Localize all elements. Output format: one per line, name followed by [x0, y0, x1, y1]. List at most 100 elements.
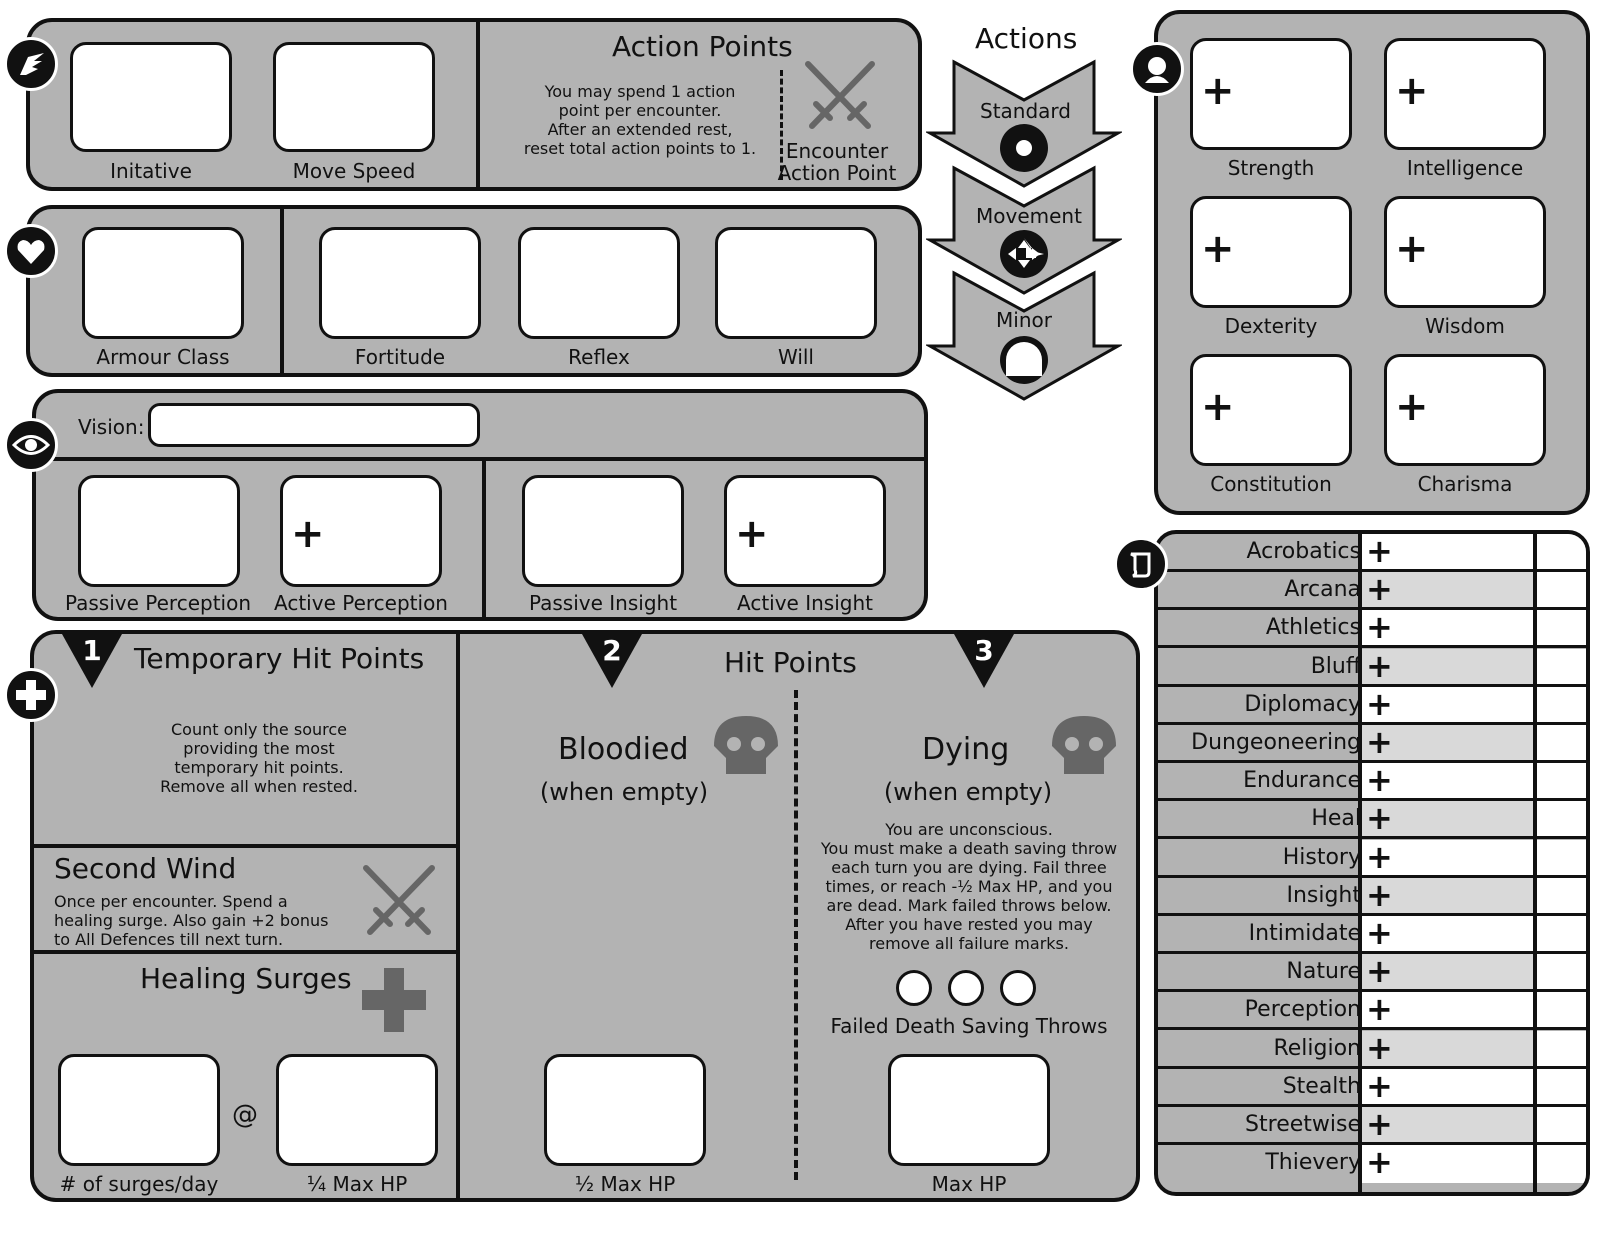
- minor-action-label: Minor: [996, 308, 1052, 332]
- skill-value-field[interactable]: [1362, 1107, 1534, 1142]
- standard-action-label: Standard: [980, 99, 1071, 123]
- half-max-hp-box[interactable]: [544, 1054, 706, 1166]
- death-save-checkbox-3[interactable]: [1000, 970, 1036, 1006]
- plus-icon: +: [1366, 952, 1393, 991]
- strength-label: Strength: [1227, 156, 1315, 180]
- skill-row: Athletics+: [1158, 608, 1586, 649]
- fortitude-label: Fortitude: [354, 345, 446, 369]
- step-3-marker: [954, 634, 1014, 688]
- skill-extra-field[interactable]: [1537, 648, 1586, 684]
- move-speed-box[interactable]: [273, 42, 435, 152]
- skill-extra-field[interactable]: [1537, 916, 1586, 951]
- skill-value-field[interactable]: [1362, 954, 1534, 990]
- skill-row: History+: [1158, 838, 1586, 878]
- failed-death-saving-throws-label: Failed Death Saving Throws: [830, 1014, 1108, 1038]
- skill-extra-field[interactable]: [1537, 954, 1586, 990]
- skill-extra-field[interactable]: [1537, 801, 1586, 837]
- healing-cross-icon: [362, 968, 426, 1032]
- intelligence-box[interactable]: +: [1384, 38, 1546, 150]
- will-box[interactable]: [715, 227, 877, 339]
- plus-icon: +: [1201, 68, 1235, 114]
- max-hp-box[interactable]: [888, 1054, 1050, 1166]
- surges-per-day-box[interactable]: [58, 1054, 220, 1166]
- skill-extra-field[interactable]: [1537, 839, 1586, 875]
- wisdom-box[interactable]: +: [1384, 196, 1546, 308]
- vision-input[interactable]: [148, 403, 480, 447]
- skill-row: Diplomacy+: [1158, 685, 1586, 725]
- plus-icon: +: [1366, 723, 1393, 761]
- step-1-number: 1: [82, 634, 102, 667]
- healing-surges-title: Healing Surges: [140, 962, 352, 995]
- strength-box[interactable]: +: [1190, 38, 1352, 150]
- skills-panel: Acrobatics+Arcana+Athletics+Bluff+Diplom…: [1154, 530, 1590, 1196]
- skill-value-field[interactable]: [1362, 916, 1534, 951]
- skill-name: Bluff: [1310, 653, 1361, 679]
- skill-extra-field[interactable]: [1537, 1030, 1586, 1066]
- skill-value-field[interactable]: [1362, 648, 1534, 684]
- intelligence-label: Intelligence: [1406, 156, 1524, 180]
- fortitude-box[interactable]: [319, 227, 481, 339]
- initiative-label: Initative: [110, 159, 192, 183]
- skill-value-field[interactable]: [1362, 534, 1534, 569]
- death-save-checkbox-2[interactable]: [948, 970, 984, 1006]
- dexterity-box[interactable]: +: [1190, 196, 1352, 308]
- skill-row: Nature+: [1158, 952, 1586, 993]
- skill-name: Diplomacy: [1244, 691, 1361, 717]
- divider: [482, 457, 486, 617]
- plus-icon: +: [1366, 990, 1393, 1029]
- skill-value-field[interactable]: [1362, 1145, 1534, 1184]
- skill-name: Thievery: [1265, 1150, 1361, 1176]
- skill-row: Intimidate+: [1158, 914, 1586, 954]
- skill-extra-field[interactable]: [1537, 1068, 1586, 1104]
- passive-perception-label: Passive Perception: [64, 591, 252, 615]
- skill-value-field[interactable]: [1362, 763, 1534, 799]
- initiative-panel: Initative Move Speed Action Points You m…: [26, 18, 922, 191]
- skill-row: Dungeoneering+: [1158, 723, 1586, 763]
- bloodied-title: Bloodied: [558, 732, 689, 767]
- skill-row: Arcana+: [1158, 570, 1586, 611]
- will-label: Will: [777, 345, 814, 369]
- constitution-label: Constitution: [1210, 472, 1332, 496]
- skill-extra-field[interactable]: [1537, 1145, 1586, 1184]
- active-perception-box[interactable]: +: [280, 475, 442, 587]
- passive-perception-box[interactable]: [78, 475, 240, 587]
- skill-extra-field[interactable]: [1537, 1107, 1586, 1142]
- heart-shield-icon: [4, 224, 58, 278]
- reflex-box[interactable]: [518, 227, 680, 339]
- skill-extra-field[interactable]: [1537, 763, 1586, 799]
- quarter-max-hp-label: ¼ Max HP: [306, 1172, 408, 1196]
- skill-value-field[interactable]: [1362, 877, 1534, 913]
- skill-extra-field[interactable]: [1537, 992, 1586, 1028]
- quarter-max-hp-box[interactable]: [276, 1054, 438, 1166]
- skill-extra-field[interactable]: [1537, 725, 1586, 760]
- skill-value-field[interactable]: [1362, 839, 1534, 875]
- passive-insight-label: Passive Insight: [528, 591, 678, 615]
- skill-value-field[interactable]: [1362, 725, 1534, 760]
- armour-class-box[interactable]: [82, 227, 244, 339]
- skill-extra-field[interactable]: [1537, 610, 1586, 646]
- skill-value-field[interactable]: [1362, 1068, 1534, 1104]
- charisma-box[interactable]: +: [1384, 354, 1546, 466]
- winged-boot-icon: [4, 37, 58, 91]
- death-save-checkbox-1[interactable]: [896, 970, 932, 1006]
- passive-insight-box[interactable]: [522, 475, 684, 587]
- skill-value-field[interactable]: [1362, 686, 1534, 722]
- constitution-box[interactable]: +: [1190, 354, 1352, 466]
- skill-extra-field[interactable]: [1537, 572, 1586, 608]
- skill-value-field[interactable]: [1362, 610, 1534, 646]
- second-wind-title: Second Wind: [54, 852, 237, 885]
- skill-extra-field[interactable]: [1537, 877, 1586, 913]
- active-insight-box[interactable]: +: [724, 475, 886, 587]
- plus-icon: +: [1366, 914, 1393, 952]
- step-1-marker: [62, 634, 122, 688]
- skill-value-field[interactable]: [1362, 1030, 1534, 1066]
- initiative-box[interactable]: [70, 42, 232, 152]
- skill-extra-field[interactable]: [1537, 686, 1586, 722]
- half-max-hp-label: ½ Max HP: [574, 1172, 676, 1196]
- skill-value-field[interactable]: [1362, 801, 1534, 837]
- skill-value-field[interactable]: [1362, 992, 1534, 1028]
- skill-value-field[interactable]: [1362, 572, 1534, 608]
- plus-icon: +: [1366, 1066, 1393, 1105]
- skill-extra-field[interactable]: [1537, 534, 1586, 569]
